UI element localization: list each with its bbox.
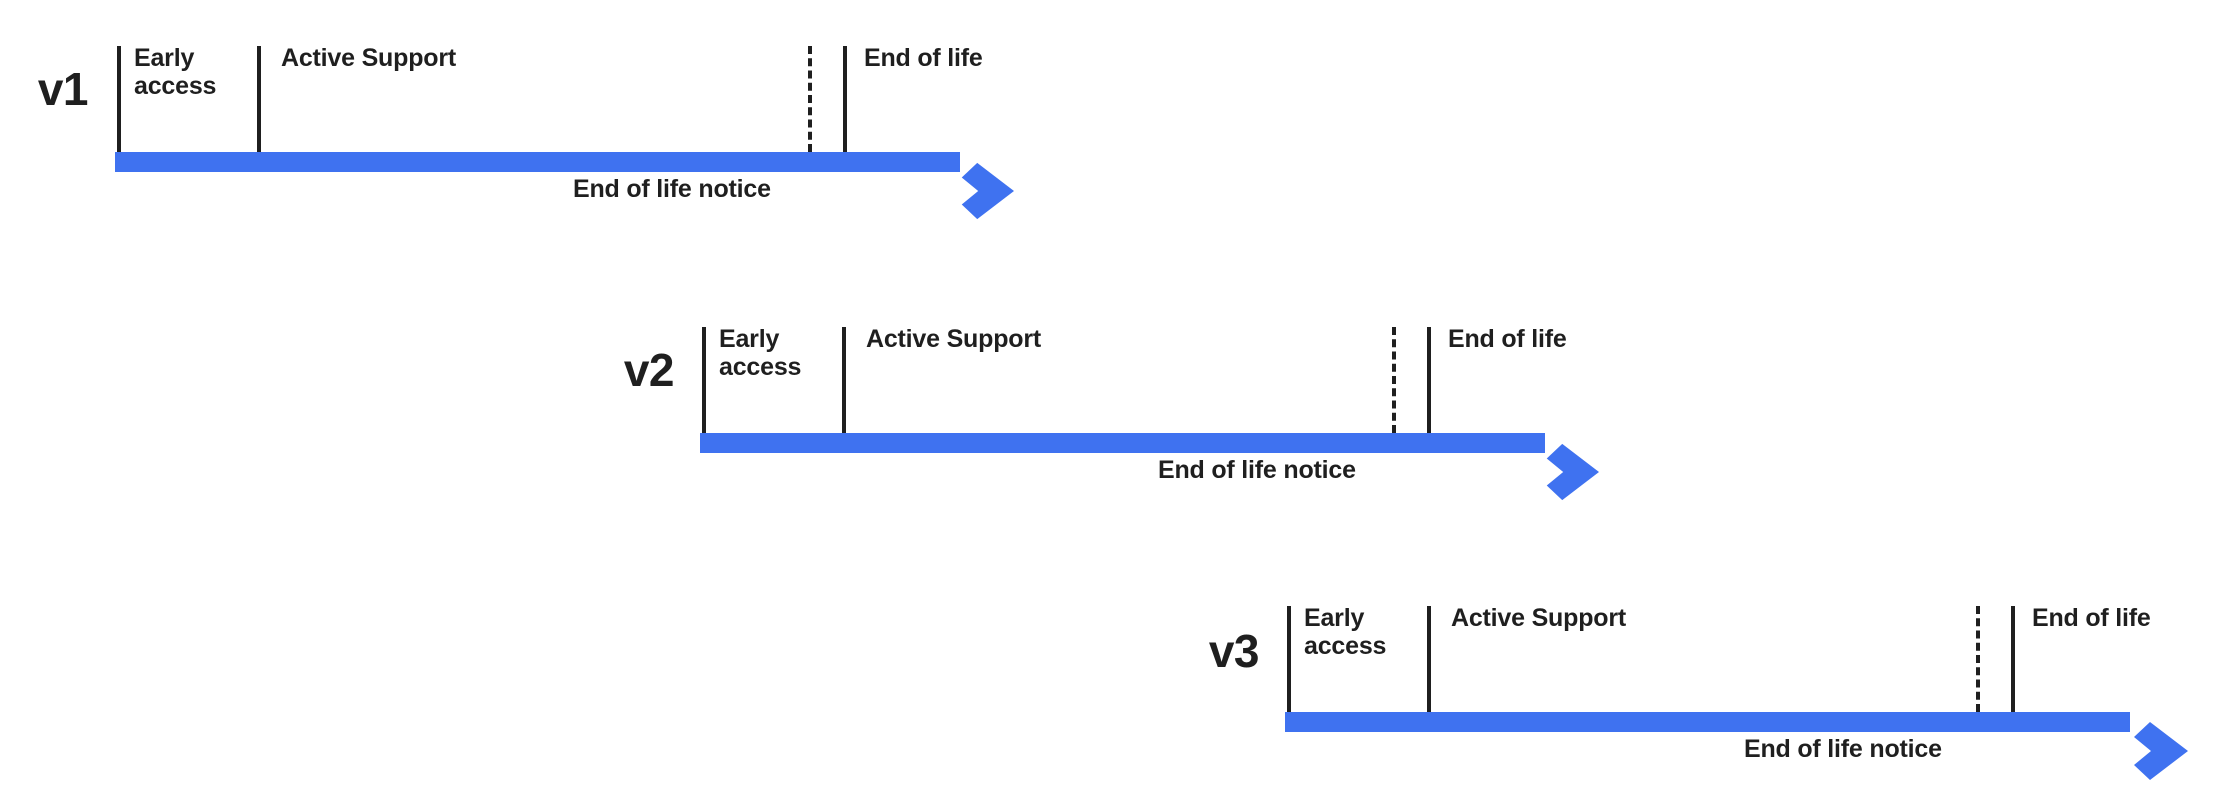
end-of-life-notice-label: End of life notice [1744,735,1942,763]
phase-label: Active Support [1451,604,1626,632]
timeline-arrow [700,433,1599,501]
phase-divider [1427,327,1431,433]
phase-divider [1427,606,1431,712]
timeline-shaft [1285,712,2130,732]
timeline-arrow [115,152,1014,220]
phase-label: End of life [864,44,983,72]
phase-divider [257,46,261,152]
phase-label: Early access [1304,604,1387,660]
phase-divider [117,46,121,152]
timeline-shaft [700,433,1545,453]
phase-divider [702,327,706,433]
phase-divider [1287,606,1291,712]
phase-divider [842,327,846,433]
end-of-life-notice-label: End of life notice [573,175,771,203]
phase-divider-dashed [1392,327,1396,433]
phase-label: Active Support [866,325,1041,353]
version-label-v2: v2 [623,344,675,396]
phase-label: Early access [719,325,802,381]
phase-divider [2011,606,2015,712]
phase-divider-dashed [1976,606,1980,712]
version-label-v3: v3 [1208,625,1260,677]
end-of-life-notice-label: End of life notice [1158,456,1356,484]
phase-divider-dashed [808,46,812,152]
phase-label: Early access [134,44,217,100]
phase-divider [843,46,847,152]
phase-label: End of life [2032,604,2151,632]
phase-label: Active Support [281,44,456,72]
version-label-v1: v1 [37,63,89,115]
phase-label: End of life [1448,325,1567,353]
timeline-shaft [115,152,960,172]
timeline-arrow [1285,712,2190,780]
